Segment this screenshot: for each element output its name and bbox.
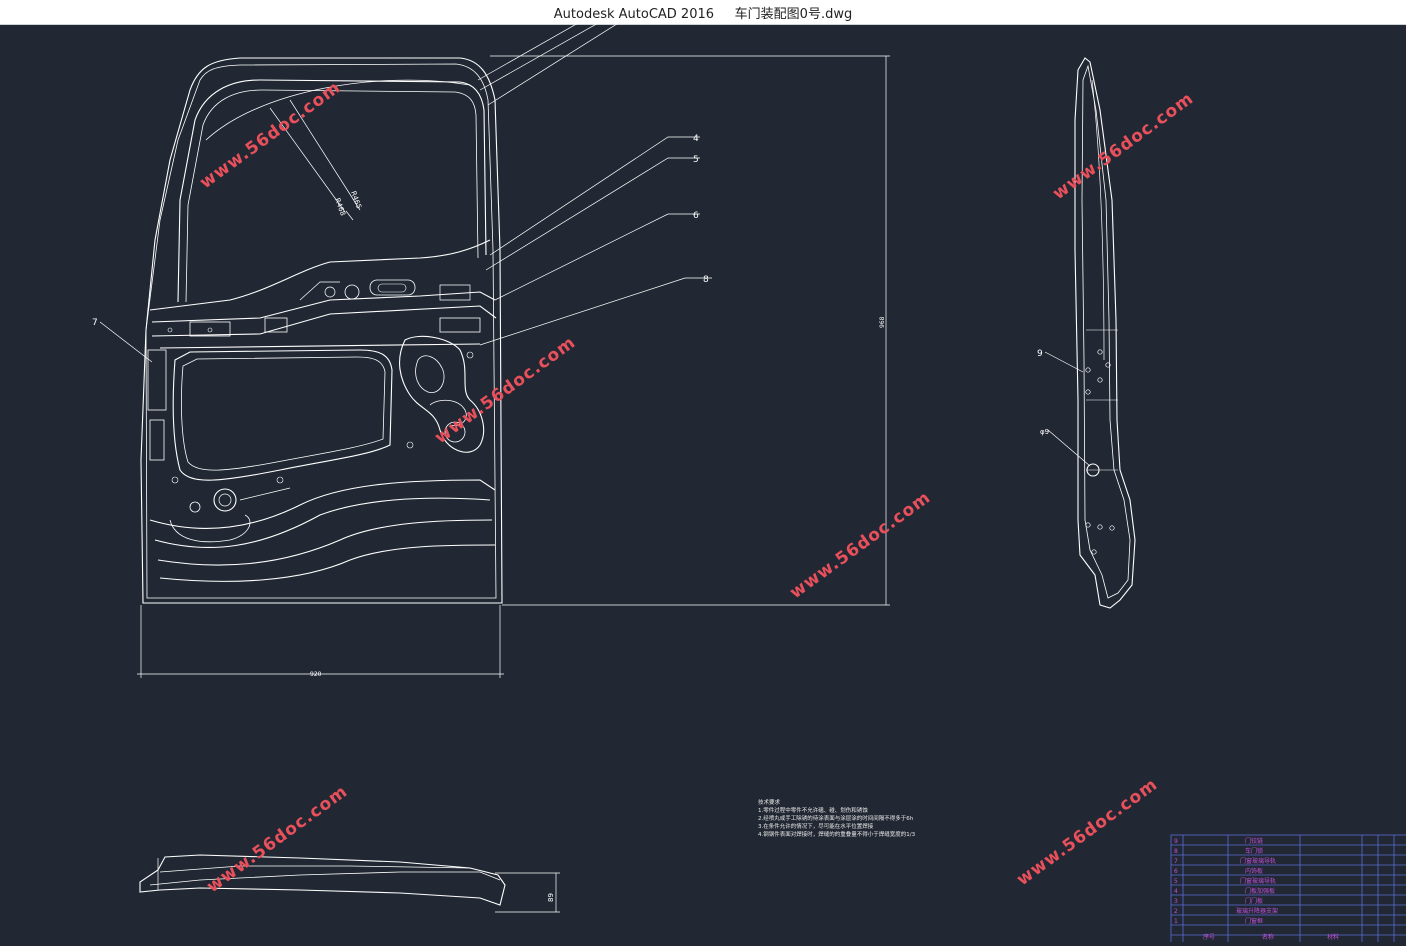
door-plan-view	[139, 854, 560, 913]
tb-row-no: 6	[1174, 868, 1178, 875]
title-block	[1170, 834, 1406, 946]
window-title: Autodesk AutoCAD 2016 车门装配图0号.dwg	[553, 7, 853, 22]
tb-row-name: 门窗玻璃导轨	[1240, 857, 1276, 865]
tb-row-no: 4	[1174, 888, 1178, 895]
dim-thickness: 89	[547, 893, 555, 902]
watermark: www.56doc.com	[1013, 775, 1161, 891]
dimension-lines	[99, 21, 890, 678]
callout-9: 9	[1037, 349, 1043, 359]
drawing-canvas[interactable]: 4 5 6 7 8 9 φ9 920 968 89 R465 R468 9 门铰…	[0, 21, 1406, 946]
watermark: www.56doc.com	[203, 782, 351, 898]
tech-note-line: 1.零件过程中零件不允许磕、碰、划伤和锈蚀	[758, 808, 868, 814]
dim-height: 968	[879, 316, 886, 328]
tb-row-no: 2	[1174, 908, 1178, 915]
dim-width: 920	[310, 671, 322, 678]
watermark: www.56doc.com	[196, 78, 344, 194]
tech-notes: 技术要求 1.零件过程中零件不允许磕、碰、划伤和锈蚀 2.经喷丸或手工除锈的待涂…	[758, 799, 915, 839]
tb-row-name: 玻璃升降器支架	[1236, 907, 1278, 915]
door-section-view	[1044, 57, 1136, 609]
tb-row-no: 5	[1174, 878, 1178, 885]
tb-row-name: 门铰链	[1245, 837, 1263, 845]
tech-note-line: 2.经喷丸或手工除锈的待涂表面与涂层涂的时间间隔不得多于6h	[758, 816, 914, 822]
radius-label-468: R468	[333, 197, 347, 217]
watermark: www.56doc.com	[786, 488, 934, 604]
callout-7: 7	[92, 318, 98, 328]
tb-footer-name: 名称	[1262, 933, 1274, 941]
tb-footer-no: 序号	[1203, 933, 1215, 941]
tb-row-no: 8	[1174, 848, 1178, 855]
callout-4: 4	[693, 134, 699, 144]
tb-row-no: 9	[1174, 838, 1178, 845]
cad-drawing: 4 5 6 7 8 9 φ9 920 968 89 R465 R468 9 门铰…	[92, 21, 1406, 946]
callout-5: 5	[693, 155, 699, 165]
tb-row-no: 7	[1174, 858, 1178, 865]
tb-footer-material: 材料	[1327, 933, 1339, 941]
title-bar: Autodesk AutoCAD 2016 车门装配图0号.dwg	[0, 0, 1406, 25]
tb-row-name: 内饰板	[1245, 867, 1263, 875]
callout-8: 8	[703, 275, 709, 285]
tech-notes-title: 技术要求	[758, 800, 781, 806]
radius-label-465: R465	[349, 190, 363, 210]
watermark: www.56doc.com	[431, 333, 579, 449]
tb-row-name: 门门板	[1245, 897, 1263, 905]
watermark: www.56doc.com	[1049, 89, 1197, 205]
tb-row-no: 3	[1174, 898, 1178, 905]
tb-row-name: 门窗框	[1245, 917, 1263, 925]
tb-row-name: 门窗玻璃导轨	[1240, 877, 1276, 885]
watermarks: www.56doc.com www.56doc.com www.56doc.co…	[196, 78, 1197, 898]
tb-row-name: 门板加强板	[1245, 887, 1275, 895]
tb-row-name: 车门锁	[1245, 847, 1263, 855]
tb-row-no: 1	[1174, 918, 1178, 925]
callout-6: 6	[693, 211, 699, 221]
door-side-view	[140, 57, 503, 604]
tech-note-line: 3.在条件允许的情况下，尽可能在水平位置焊接	[758, 824, 874, 830]
hole-label: φ9	[1040, 428, 1049, 436]
tech-note-line: 4.钢钢件表面对焊接时，焊缝的的重叠量不得小于焊缝宽度的1/3	[758, 832, 916, 838]
